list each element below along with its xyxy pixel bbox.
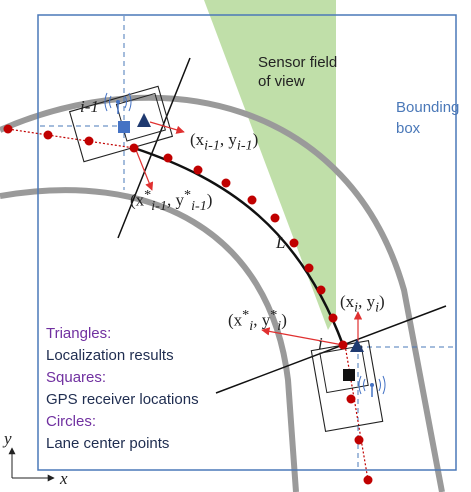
lane-point bbox=[354, 435, 364, 445]
road-outer-edge bbox=[0, 94, 445, 492]
lane-point bbox=[193, 165, 203, 175]
lane-point bbox=[346, 394, 356, 404]
vehicle-curr-cabin bbox=[319, 345, 369, 394]
lane-point bbox=[289, 238, 299, 248]
vehicle-prev-body bbox=[68, 85, 174, 163]
lane-point bbox=[163, 153, 173, 163]
lane-point-prev-label: (x*i-1, y*i-1) bbox=[130, 187, 213, 215]
antenna-icon bbox=[104, 92, 132, 114]
arc-length-label: L bbox=[276, 233, 286, 252]
legend-circles-desc: Lane center points bbox=[46, 435, 170, 452]
legend: Triangles: Localization results Squares:… bbox=[46, 323, 199, 455]
lane-point-curr-label: (x*i, y*i) bbox=[228, 307, 287, 335]
vehicle-curr-label: i bbox=[318, 334, 323, 353]
legend-squares-desc: GPS receiver locations bbox=[46, 391, 199, 408]
position-prev-label: (xi-1, yi-1) bbox=[190, 130, 259, 154]
lane-point bbox=[3, 124, 13, 134]
perpendicular-line-curr bbox=[215, 305, 447, 394]
legend-circles-title: Circles: bbox=[46, 413, 97, 430]
lane-point bbox=[43, 130, 53, 140]
lane-point bbox=[129, 143, 139, 153]
vehicle-prev-label: i-1 bbox=[80, 97, 99, 116]
legend-triangles-title: Triangles: bbox=[46, 325, 112, 342]
position-curr-label: (xi, yi) bbox=[340, 292, 385, 316]
lane-point bbox=[328, 313, 338, 323]
lane-point bbox=[304, 263, 314, 273]
arrow-to-position-prev bbox=[149, 121, 185, 134]
road-inner-edge bbox=[0, 187, 299, 492]
lane-point bbox=[338, 340, 348, 350]
arrow-to-lane-prev bbox=[135, 149, 154, 191]
triangle-icon bbox=[137, 113, 151, 127]
y-axis-label: y bbox=[4, 429, 12, 448]
lane-point bbox=[316, 285, 326, 295]
x-axis-label: x bbox=[60, 469, 68, 488]
bounding-box-label: Bounding box bbox=[396, 99, 460, 137]
sensor-field-label: Sensor field of view bbox=[258, 54, 338, 90]
lane-center-points bbox=[3, 124, 373, 485]
legend-triangles-desc: Localization results bbox=[46, 347, 174, 364]
arrow-to-lane-curr bbox=[261, 327, 344, 346]
square-icon bbox=[118, 121, 130, 133]
bounding-box bbox=[37, 14, 457, 471]
legend-squares-title: Squares: bbox=[46, 369, 107, 386]
antenna-icon bbox=[358, 375, 386, 397]
sensor-field-of-view bbox=[204, 0, 336, 330]
triangle-icon bbox=[350, 339, 364, 352]
perpendicular-line-prev bbox=[117, 57, 191, 239]
lane-trail-bottom bbox=[344, 344, 369, 481]
lane-point bbox=[363, 475, 373, 485]
lane-trail-left bbox=[7, 128, 135, 149]
lane-point bbox=[221, 178, 231, 188]
lane-point bbox=[247, 195, 257, 205]
lane-point bbox=[84, 136, 94, 146]
lane-point bbox=[270, 213, 280, 223]
square-icon bbox=[343, 369, 355, 381]
